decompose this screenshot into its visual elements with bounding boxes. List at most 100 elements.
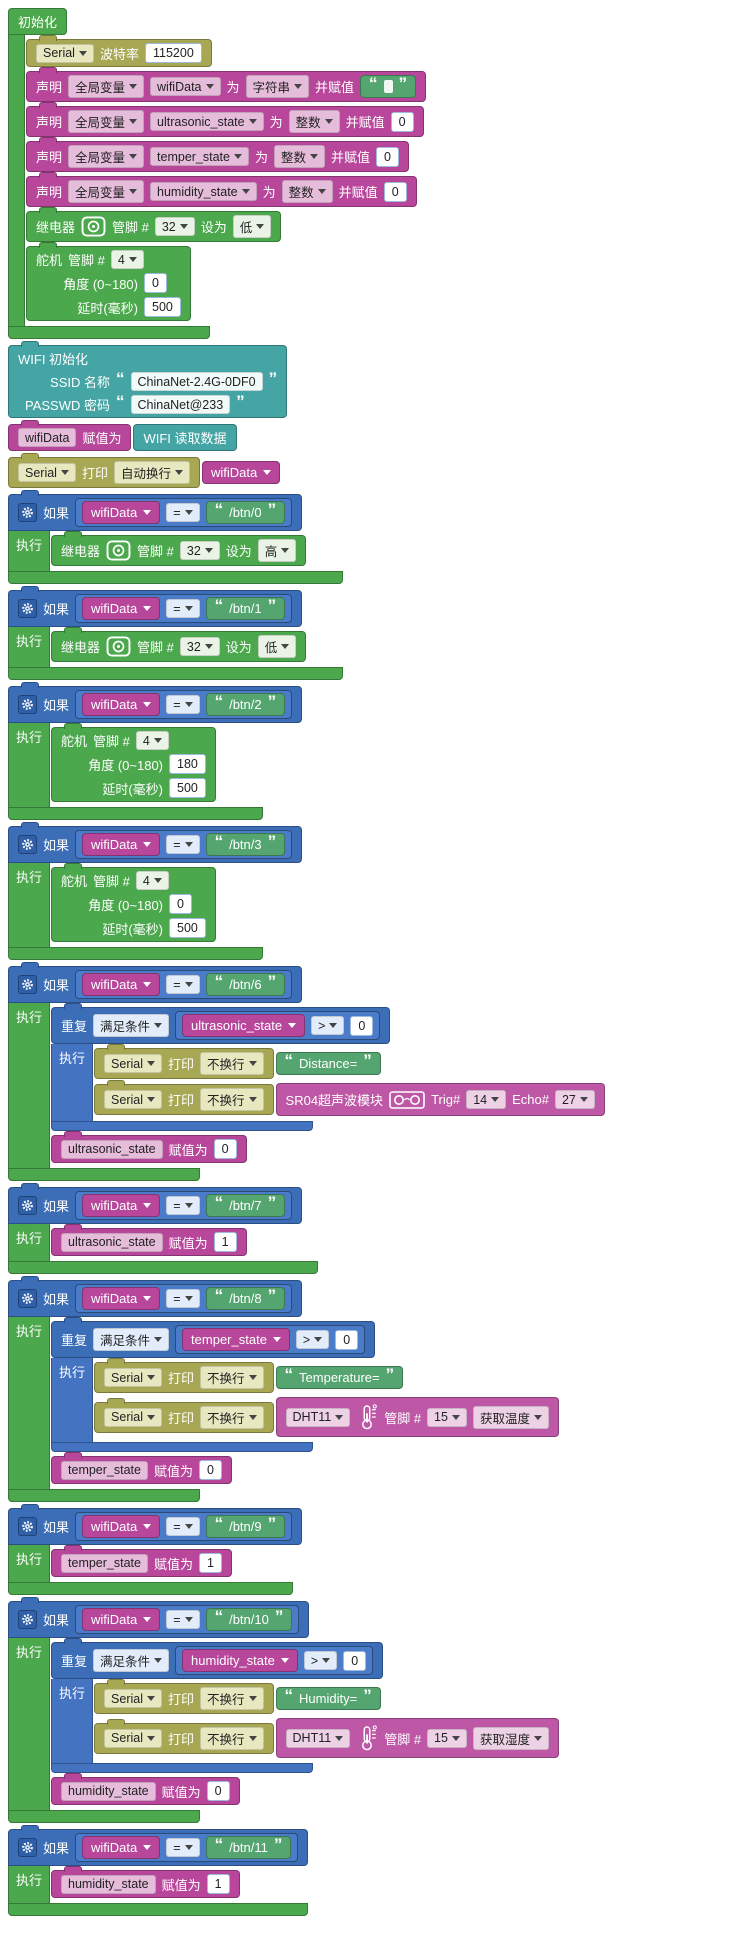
if-header[interactable]: 如果 wifiData = “/btn/3” — [8, 822, 303, 863]
variable-get-block[interactable]: wifiData — [82, 1194, 161, 1217]
serial-print-block[interactable]: Serial 打印 自动换行 — [8, 453, 200, 488]
serial-port-dropdown[interactable]: Serial — [104, 1054, 162, 1073]
sr04-ultrasonic-block[interactable]: SR04超声波模块 Trig# 14 Echo# 27 — [275, 1083, 605, 1116]
dht11-sensor-block[interactable]: DHT11 管脚 # 15 获取温度 — [275, 1397, 559, 1437]
variable-get-block[interactable]: wifiData — [82, 973, 161, 996]
level-dropdown[interactable]: 低 — [232, 215, 272, 238]
string-block[interactable]: “/btn/11” — [205, 1836, 292, 1859]
operator-dropdown[interactable]: = — [166, 1838, 200, 1857]
mutator-gear-icon[interactable] — [18, 1289, 37, 1308]
variable-get-block[interactable]: wifiData — [82, 1287, 161, 1310]
serial-print-block[interactable]: Serial 打印 不换行 — [94, 1679, 274, 1714]
type-dropdown[interactable]: 整数 — [281, 180, 333, 203]
set-variable-block[interactable]: ultrasonic_state 赋值为 1 — [51, 1224, 247, 1256]
number-block[interactable]: 500 — [169, 778, 206, 798]
if-header[interactable]: 如果 wifiData = “/btn/1” — [8, 586, 303, 627]
string-block[interactable]: “Humidity=” — [275, 1687, 381, 1710]
variable-name-dropdown[interactable]: temper_state — [61, 1460, 148, 1480]
pin-dropdown[interactable]: 4 — [135, 871, 169, 890]
operator-dropdown[interactable]: = — [166, 1289, 200, 1308]
number-block[interactable]: 180 — [169, 754, 206, 774]
variable-name-dropdown[interactable]: humidity_state — [150, 182, 257, 201]
relay-block[interactable]: 继电器 管脚 # 32 设为 低 — [26, 207, 282, 242]
dht11-sensor-block[interactable]: DHT11 管脚 # 15 获取湿度 — [275, 1718, 559, 1758]
operator-dropdown[interactable]: = — [166, 1610, 200, 1629]
declare-variable-block[interactable]: 声明 全局变量 temper_state 为 整数 并赋值 0 — [26, 137, 409, 172]
level-dropdown[interactable]: 高 — [257, 539, 297, 562]
wifi-read-block[interactable]: WIFI 读取数据 — [133, 424, 237, 451]
string-block[interactable]: “/btn/8” — [205, 1287, 286, 1310]
serial-port-dropdown[interactable]: Serial — [104, 1090, 162, 1109]
if-block[interactable]: 如果 wifiData = “/btn/0” 执行 继电器 管脚 # 32 设为… — [8, 490, 343, 584]
pin-dropdown[interactable]: 4 — [110, 250, 144, 269]
if-block[interactable]: 如果 wifiData = “/btn/2” 执行 舵机 管脚 # 4 角度 (… — [8, 682, 303, 820]
declare-variable-block[interactable]: 声明 全局变量 wifiData 为 字符串 并赋值 “” — [26, 67, 427, 102]
repeat-header[interactable]: 重复 满足条件 ultrasonic_state > 0 — [51, 1003, 391, 1044]
repeat-mode-dropdown[interactable]: 满足条件 — [93, 1328, 170, 1351]
variable-name-dropdown[interactable]: wifiData — [18, 428, 77, 447]
comparison-block[interactable]: wifiData = “/btn/8” — [75, 1284, 293, 1313]
set-variable-block[interactable]: temper_state 赋值为 0 — [51, 1452, 232, 1484]
comparison-block[interactable]: wifiData = “/btn/0” — [75, 498, 293, 527]
number-block[interactable]: 115200 — [144, 43, 202, 63]
set-variable-block[interactable]: humidity_state 赋值为 1 — [51, 1866, 240, 1898]
number-block[interactable]: 0 — [376, 146, 399, 167]
repeat-while-block[interactable]: 重复 满足条件 temper_state > 0 执行 — [51, 1317, 559, 1452]
if-header[interactable]: 如果 wifiData = “/btn/8” — [8, 1276, 303, 1317]
servo-block[interactable]: 舵机 管脚 # 4 角度 (0~180) 0 延时(毫秒) 500 — [51, 863, 216, 942]
pin-dropdown[interactable]: 4 — [135, 731, 169, 750]
wrap-mode-dropdown[interactable]: 不换行 — [200, 1052, 264, 1075]
if-header[interactable]: 如果 wifiData = “/btn/7” — [8, 1183, 303, 1224]
set-variable-block[interactable]: ultrasonic_state 赋值为 0 — [51, 1131, 247, 1163]
serial-port-dropdown[interactable]: Serial — [104, 1728, 162, 1748]
wrap-mode-dropdown[interactable]: 自动换行 — [113, 461, 190, 484]
serial-port-dropdown[interactable]: Serial — [104, 1368, 162, 1387]
repeat-header[interactable]: 重复 满足条件 humidity_state > 0 — [51, 1638, 384, 1679]
variable-get-block[interactable]: temper_state — [182, 1328, 290, 1351]
serial-port-dropdown[interactable]: Serial — [18, 463, 76, 482]
declare-variable-block[interactable]: 声明 全局变量 ultrasonic_state 为 整数 并赋值 0 — [26, 102, 424, 137]
relay-block[interactable]: 继电器 管脚 # 32 设为 低 — [51, 627, 307, 662]
string-block[interactable]: “/btn/0” — [205, 501, 286, 524]
string-block[interactable]: “/btn/7” — [205, 1194, 286, 1217]
wrap-mode-dropdown[interactable]: 不换行 — [200, 1088, 264, 1111]
variable-name-dropdown[interactable]: ultrasonic_state — [61, 1232, 163, 1252]
trig-pin-dropdown[interactable]: 14 — [466, 1090, 507, 1109]
pin-dropdown[interactable]: 15 — [427, 1407, 467, 1427]
number-block[interactable]: 0 — [350, 1015, 374, 1036]
ssid-input[interactable]: ChinaNet-2.4G-0DF0 — [130, 372, 263, 391]
string-block[interactable]: “/btn/3” — [205, 833, 286, 856]
sensor-type-dropdown[interactable]: DHT11 — [285, 1728, 351, 1748]
comparison-block[interactable]: wifiData = “/btn/3” — [75, 830, 293, 859]
comparison-block[interactable]: wifiData = “/btn/1” — [75, 594, 293, 623]
number-block[interactable]: 0 — [144, 273, 167, 293]
number-block[interactable]: 0 — [206, 1781, 230, 1801]
number-block[interactable]: 0 — [343, 1650, 367, 1671]
scope-dropdown[interactable]: 全局变量 — [68, 145, 145, 168]
if-header[interactable]: 如果 wifiData = “/btn/6” — [8, 962, 303, 1003]
variable-get-block[interactable]: wifiData — [82, 501, 161, 524]
string-block[interactable]: “/btn/2” — [205, 693, 286, 716]
pin-dropdown[interactable]: 15 — [427, 1728, 467, 1748]
set-variable-block[interactable]: temper_state 赋值为 1 — [51, 1545, 232, 1577]
wrap-mode-dropdown[interactable]: 不换行 — [200, 1687, 264, 1710]
variable-name-dropdown[interactable]: ultrasonic_state — [150, 112, 264, 131]
if-block[interactable]: 如果 wifiData = “/btn/1” 执行 继电器 管脚 # 32 设为… — [8, 586, 343, 680]
serial-baud-block[interactable]: Serial 波特率 115200 — [26, 35, 212, 67]
set-variable-block[interactable]: humidity_state 赋值为 0 — [51, 1773, 240, 1805]
if-block[interactable]: 如果 wifiData = “/btn/9” 执行 temper_state 赋… — [8, 1504, 303, 1595]
operator-dropdown[interactable]: = — [166, 503, 200, 522]
number-block[interactable]: 0 — [169, 894, 192, 914]
mutator-gear-icon[interactable] — [18, 1196, 37, 1215]
serial-print-block[interactable]: Serial 打印 不换行 — [94, 1718, 274, 1754]
serial-print-block[interactable]: Serial 打印 不换行 — [94, 1358, 274, 1393]
variable-get-block[interactable]: humidity_state — [182, 1649, 298, 1672]
comparison-block[interactable]: wifiData = “/btn/10” — [75, 1605, 300, 1634]
variable-get-block[interactable]: ultrasonic_state — [182, 1014, 306, 1037]
string-value[interactable] — [383, 80, 393, 93]
variable-get-block[interactable]: wifiData — [82, 1515, 161, 1538]
operator-dropdown[interactable]: = — [166, 599, 200, 618]
string-block[interactable]: “/btn/9” — [205, 1515, 286, 1538]
number-block[interactable]: 1 — [199, 1553, 222, 1573]
pin-dropdown[interactable]: 32 — [179, 637, 220, 656]
